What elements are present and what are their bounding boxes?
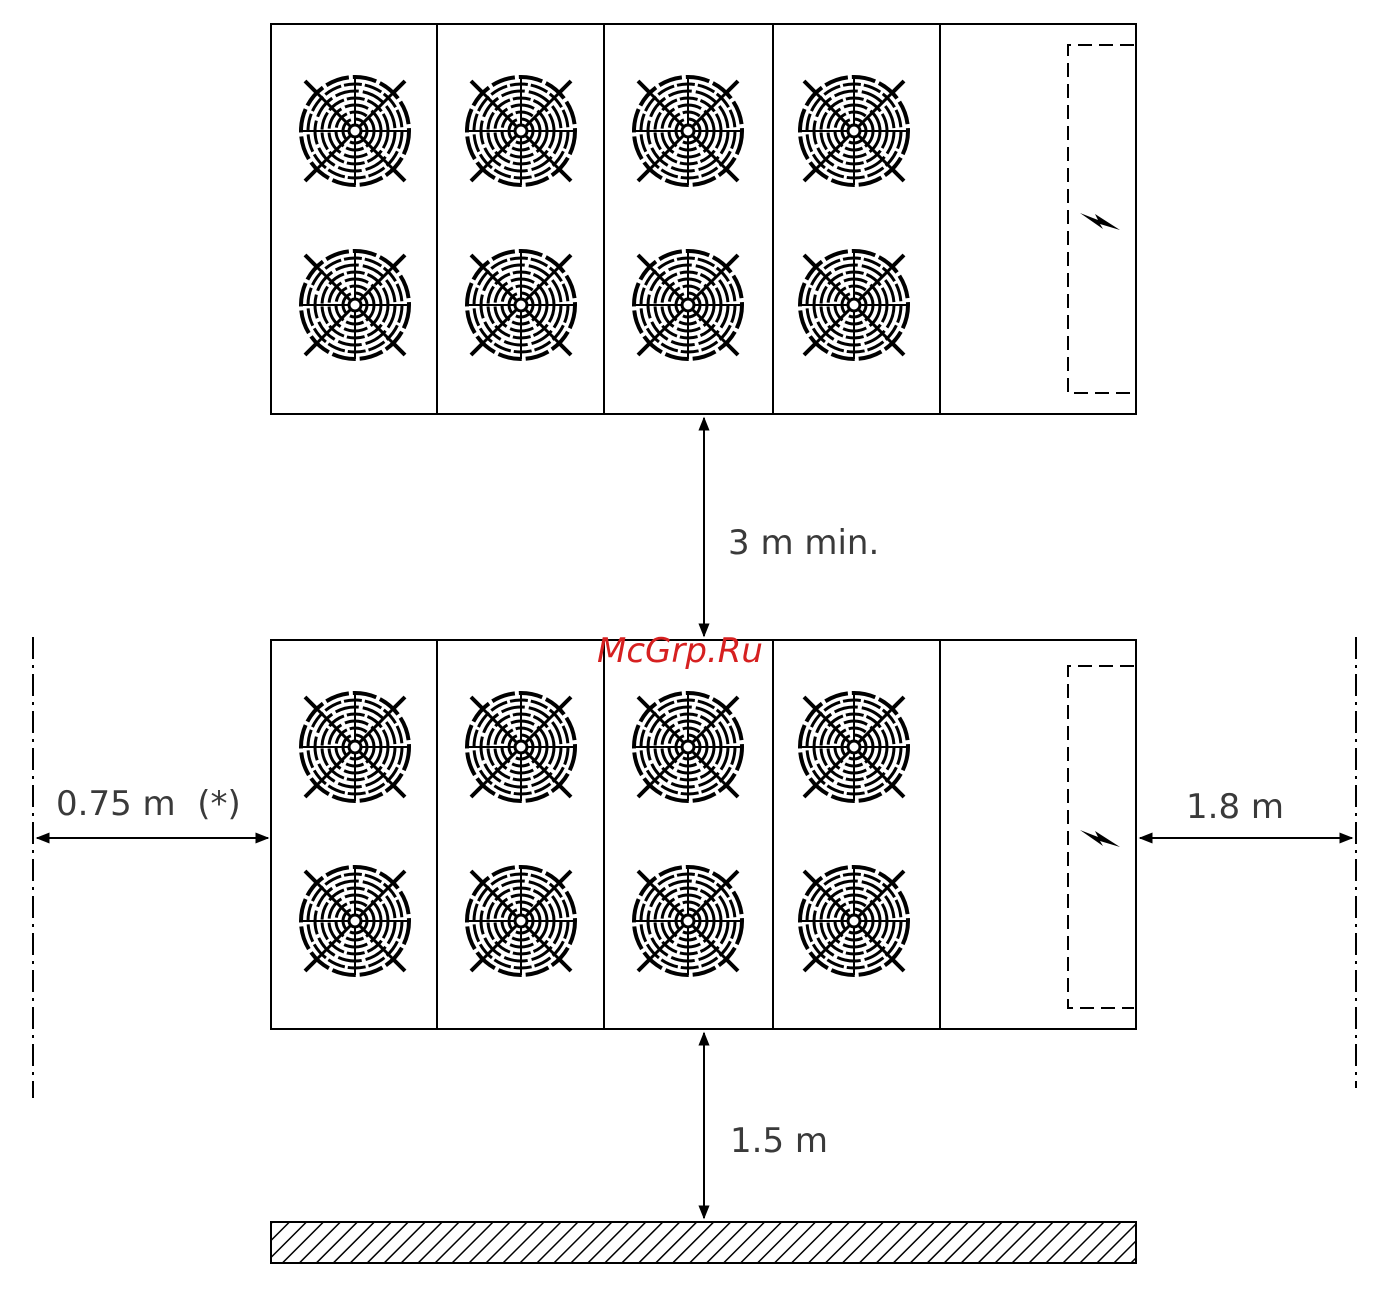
fan-icon (800, 867, 908, 975)
unit-top (271, 24, 1136, 414)
watermark-text: McGrp.Ru (597, 631, 763, 671)
label-to-wall: 1.5 m (730, 1121, 828, 1161)
fan-icon (634, 867, 742, 975)
label-right-clearance: 1.8 m (1186, 787, 1284, 827)
fan-icon (301, 251, 409, 359)
fan-icon (634, 693, 742, 801)
fan-icon (634, 77, 742, 185)
fan-icon (800, 251, 908, 359)
fan-icon (301, 867, 409, 975)
fan-icon (301, 77, 409, 185)
fan-icon (467, 77, 575, 185)
label-left-clearance: 0.75 m (*) (56, 784, 241, 824)
fan-icon (800, 77, 908, 185)
fan-icon (800, 693, 908, 801)
wall-hatched (271, 1222, 1136, 1263)
fan-icon (467, 251, 575, 359)
fan-icon (467, 693, 575, 801)
label-between-units: 3 m min. (728, 523, 879, 563)
fan-icon (634, 251, 742, 359)
unit-bottom (271, 640, 1136, 1029)
fan-icon (301, 693, 409, 801)
fan-icon (467, 867, 575, 975)
